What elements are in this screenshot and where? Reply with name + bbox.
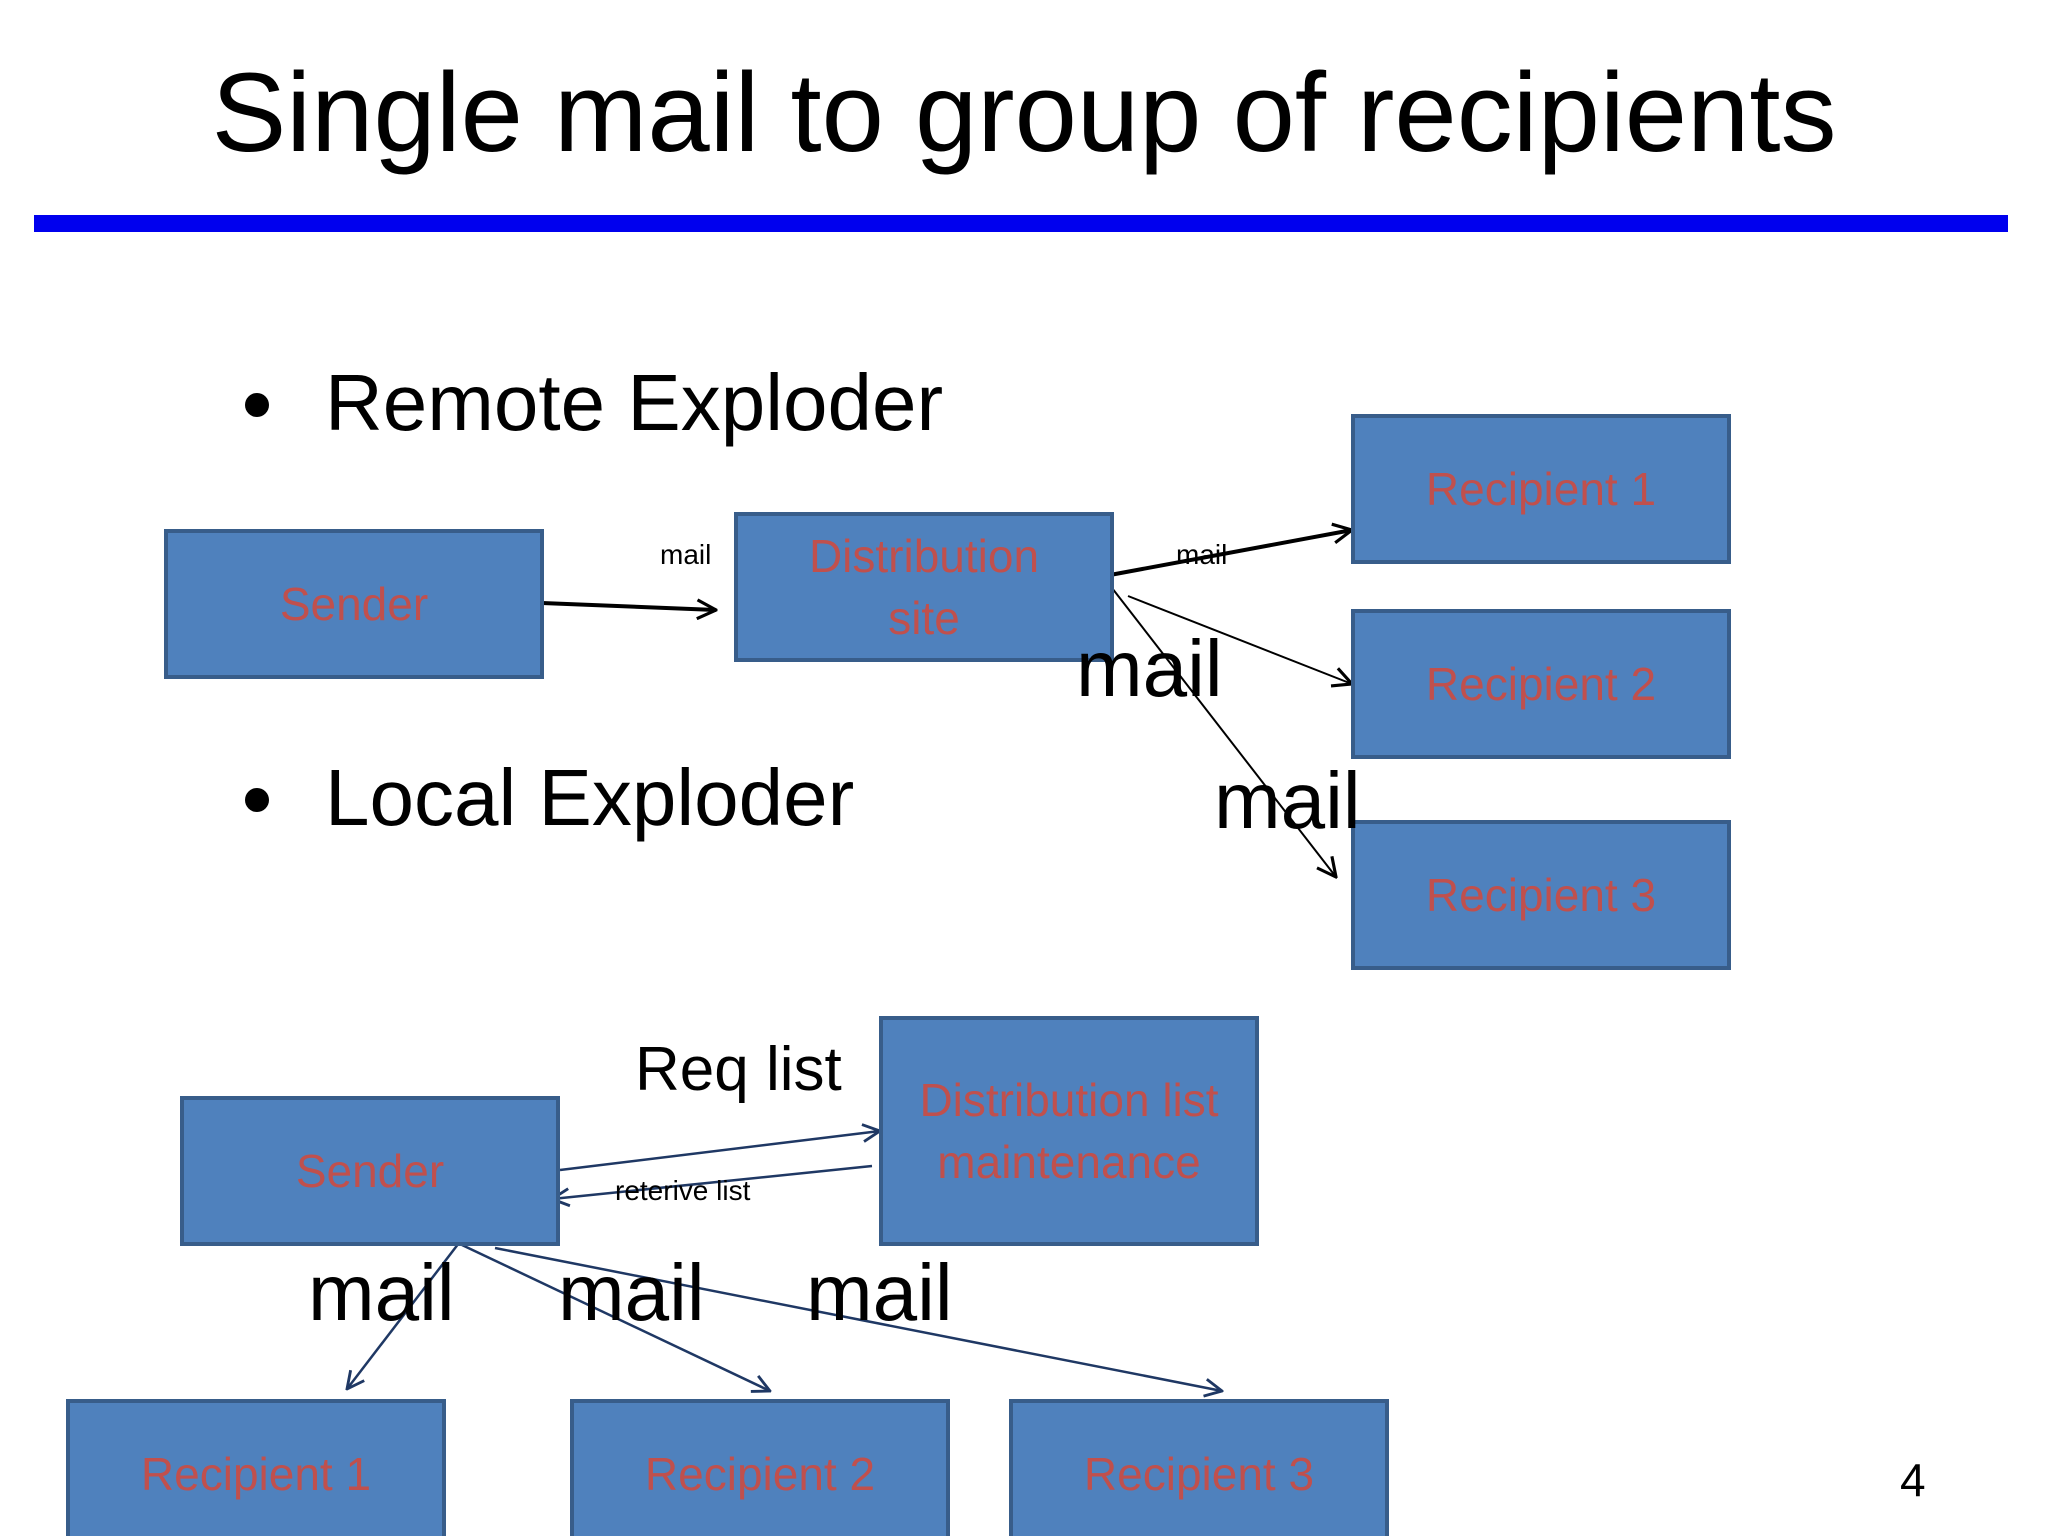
local-recipient-1-box: Recipient 1 [66,1399,446,1536]
arrow-sender-to-site [541,603,716,610]
distribution-list-line-1: Distribution list [919,1074,1219,1126]
local-recipient-3-label: Recipient 3 [1083,1448,1315,1500]
label-retrieve-list: reterive list [615,1175,751,1206]
arrow-local-to-recipient-1 [347,1238,463,1389]
title-underline [34,215,2008,232]
bullet-dot [245,788,269,812]
label-site-to-recipient-1: mail [1176,539,1228,570]
remote-recipient-3-label: Recipient 3 [1425,869,1657,921]
arrow-retrieve-list [552,1164,873,1199]
local-recipient-2-label: Recipient 2 [644,1448,876,1500]
distribution-site-label: Distribution site [809,525,1039,649]
distribution-list-maintenance-label: Distribution list maintenance [919,1069,1218,1193]
distribution-site-line-2: site [888,592,960,644]
distribution-list-line-2: maintenance [937,1136,1201,1188]
local-recipient-3-box: Recipient 3 [1009,1399,1389,1536]
local-recipient-2-box: Recipient 2 [570,1399,950,1536]
arrow-site-to-recipient-1 [1109,530,1352,577]
label-local-mail-1: mail [308,1248,455,1337]
arrow-site-to-recipient-2 [1127,595,1352,684]
local-sender-box: Sender [180,1096,560,1246]
arrow-site-to-recipient-3 [1111,587,1336,877]
arrow-local-to-recipient-2 [461,1243,770,1391]
slide-title: Single mail to group of recipients [211,50,1837,175]
distribution-list-maintenance-box: Distribution list maintenance [879,1016,1259,1246]
label-req-list: Req list [635,1035,842,1104]
local-recipient-1-label: Recipient 1 [140,1448,372,1500]
remote-recipient-1-box: Recipient 1 [1351,414,1731,564]
local-sender-label: Sender [295,1145,445,1197]
remote-recipient-3-box: Recipient 3 [1351,820,1731,970]
label-site-to-recipient-3: mail [1214,756,1361,845]
label-site-to-recipient-2: mail [1076,624,1223,713]
label-sender-to-site: mail [660,539,712,570]
remote-recipient-2-box: Recipient 2 [1351,609,1731,759]
distribution-site-line-1: Distribution [808,530,1040,582]
remote-recipient-2-label: Recipient 2 [1425,658,1657,710]
label-local-mail-2: mail [558,1248,705,1337]
distribution-site-box: Distribution site [734,512,1114,662]
arrow-req-list [559,1131,880,1172]
page-number: 4 [1900,1454,1926,1506]
remote-sender-box: Sender [164,529,544,679]
bullet-dot [245,393,269,417]
label-local-mail-3: mail [806,1248,953,1337]
bullet-local-text: Local Exploder [325,753,855,842]
bullet-remote-text: Remote Exploder [325,358,944,447]
remote-sender-label: Sender [279,578,429,630]
remote-recipient-1-label: Recipient 1 [1425,463,1657,515]
arrow-local-to-recipient-3 [494,1246,1222,1391]
